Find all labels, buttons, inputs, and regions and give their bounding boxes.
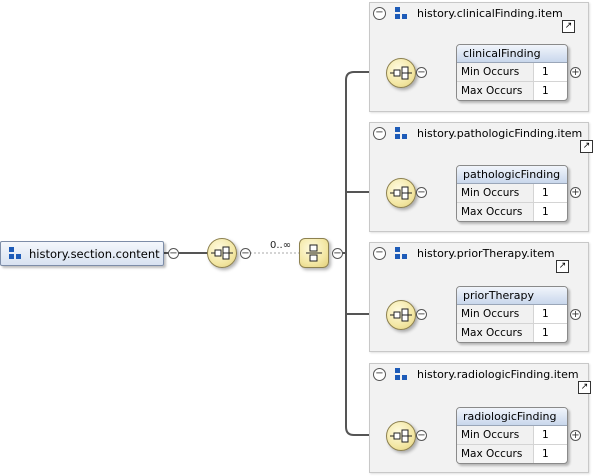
sequence-compositor-icon[interactable] [386,421,416,451]
group-title: history.priorTherapy.item [417,247,555,260]
collapse-icon[interactable]: − [373,7,386,20]
element-box[interactable]: priorTherapy Min Occurs 1 Max Occurs 1 [456,286,568,343]
expand-icon[interactable]: + [570,67,581,78]
max-occurs-value: 1 [542,327,549,339]
min-occurs-value: 1 [542,187,549,199]
max-occurs-value: 1 [542,448,549,460]
element-box[interactable]: pathologicFinding Min Occurs 1 Max Occurs… [456,165,568,222]
open-reference-icon[interactable]: ↗ [580,140,593,153]
collapse-icon[interactable]: − [168,248,179,259]
sequence-glyph-icon [390,308,412,322]
group-icon [395,7,409,20]
root-element-label: history.section.content [29,246,160,261]
max-occurs-value: 1 [542,206,549,218]
collapse-icon[interactable]: − [373,368,386,381]
element-name: pathologicFinding [457,166,567,184]
group-icon [395,127,409,140]
collapse-icon[interactable]: − [373,247,386,260]
group-icon [395,247,409,260]
expand-icon[interactable]: + [570,187,581,198]
open-reference-icon[interactable]: ↗ [556,260,569,273]
min-occurs-label: Min Occurs [457,426,534,444]
max-occurs-value: 1 [542,85,549,97]
collapse-icon[interactable]: − [373,127,386,140]
element-name: clinicalFinding [457,45,567,63]
group-title: history.pathologicFinding.item [417,127,583,140]
min-occurs-value: 1 [542,308,549,320]
sequence-glyph-icon [390,429,412,443]
element-name: priorTherapy [457,287,567,305]
choice-glyph-icon [306,244,322,262]
sequence-glyph-icon [390,66,412,80]
sequence-glyph-icon [211,246,233,260]
group-title: history.radiologicFinding.item [417,368,579,381]
open-reference-icon[interactable]: ↗ [562,20,575,33]
sequence-glyph-icon [390,186,412,200]
min-occurs-label: Min Occurs [457,63,534,81]
collapse-icon[interactable]: − [416,430,427,441]
expand-icon[interactable]: + [570,309,581,320]
element-name: radiologicFinding [457,408,567,426]
collapse-icon[interactable]: − [332,248,343,259]
collapse-icon[interactable]: − [416,67,427,78]
sequence-compositor-icon[interactable] [386,300,416,330]
collapse-icon[interactable]: − [416,309,427,320]
min-occurs-value: 1 [542,429,549,441]
root-element-box[interactable]: history.section.content [0,241,164,266]
collapse-icon[interactable]: − [416,187,427,198]
min-occurs-value: 1 [542,66,549,78]
max-occurs-label: Max Occurs [457,324,534,342]
expand-icon[interactable]: + [570,430,581,441]
max-occurs-label: Max Occurs [457,203,534,221]
collapse-icon[interactable]: − [240,248,251,259]
min-occurs-label: Min Occurs [457,184,534,202]
sequence-compositor-icon[interactable] [207,238,237,268]
open-reference-icon[interactable]: ↗ [578,381,591,394]
choice-compositor-icon[interactable] [299,238,329,268]
element-icon [9,247,23,260]
max-occurs-label: Max Occurs [457,82,534,100]
sequence-compositor-icon[interactable] [386,58,416,88]
element-box[interactable]: clinicalFinding Min Occurs 1 Max Occurs 1 [456,44,568,101]
max-occurs-label: Max Occurs [457,445,534,463]
group-icon [395,368,409,381]
group-title: history.clinicalFinding.item [417,7,563,20]
sequence-compositor-icon[interactable] [386,178,416,208]
occurrence-label: 0..∞ [270,240,292,251]
element-box[interactable]: radiologicFinding Min Occurs 1 Max Occurs… [456,407,568,464]
min-occurs-label: Min Occurs [457,305,534,323]
